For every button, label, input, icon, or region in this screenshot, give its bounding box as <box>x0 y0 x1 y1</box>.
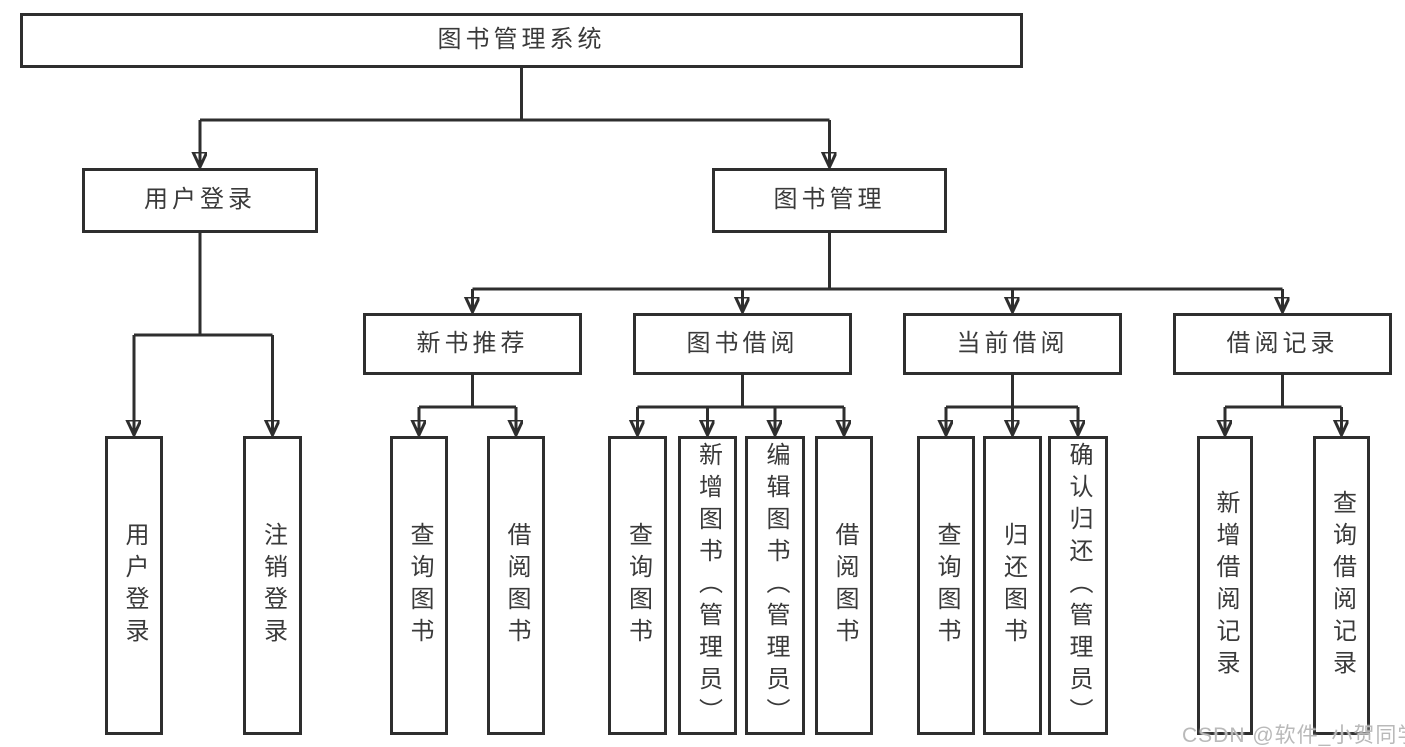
node-root-label: 图书管理系统 <box>437 26 606 54</box>
leaf-query-books-2: 查询图书 <box>608 436 667 735</box>
node-root: 图书管理系统 <box>20 13 1023 68</box>
node-user-login-label: 用户登录 <box>144 186 256 214</box>
leaf-user-login: 用户登录 <box>105 436 163 735</box>
connector-book-management-branch <box>473 233 1283 312</box>
leaf-logout-label: 注销登录 <box>259 521 287 650</box>
node-new-book-recommend: 新书推荐 <box>363 313 582 375</box>
connector-current-borrowing-branch <box>946 375 1078 435</box>
connector-book-borrowing-branch <box>638 375 845 435</box>
node-new-book-recommend-label: 新书推荐 <box>416 329 529 357</box>
leaf-borrow-books-2-label: 借阅图书 <box>831 521 858 650</box>
leaf-query-borrow-record-label: 查询借阅记录 <box>1328 489 1356 682</box>
leaf-query-books-2-label: 查询图书 <box>624 521 652 650</box>
leaf-query-borrow-record: 查询借阅记录 <box>1313 436 1370 735</box>
leaf-confirm-return-admin-label: 确认归还（管理员） <box>1065 441 1092 730</box>
leaf-add-book-admin: 新增图书（管理员） <box>678 436 737 735</box>
node-book-borrowing: 图书借阅 <box>633 313 852 375</box>
node-user-login: 用户登录 <box>82 168 318 233</box>
leaf-borrow-books-1: 借阅图书 <box>487 436 545 735</box>
leaf-edit-book-admin-label: 编辑图书（管理员） <box>762 441 789 730</box>
leaf-return-books: 归还图书 <box>983 436 1042 735</box>
leaf-add-borrow-record: 新增借阅记录 <box>1197 436 1253 735</box>
node-current-borrowing-label: 当前借阅 <box>956 329 1069 357</box>
node-book-management: 图书管理 <box>712 168 947 233</box>
leaf-borrow-books-2: 借阅图书 <box>815 436 873 735</box>
node-book-management-label: 图书管理 <box>773 186 886 214</box>
node-book-borrowing-label: 图书借阅 <box>686 329 799 357</box>
leaf-query-books-3-label: 查询图书 <box>933 521 960 650</box>
leaf-add-borrow-record-label: 新增借阅记录 <box>1212 489 1239 682</box>
connector-root-to-level2 <box>200 68 830 167</box>
csdn-watermark: CSDN @软件_小贺同学 <box>1182 724 1405 747</box>
connector-borrowing-records-branch <box>1225 375 1342 435</box>
node-current-borrowing: 当前借阅 <box>903 313 1122 375</box>
leaf-borrow-books-1-label: 借阅图书 <box>503 521 530 650</box>
leaf-confirm-return-admin: 确认归还（管理员） <box>1048 436 1108 735</box>
leaf-edit-book-admin: 编辑图书（管理员） <box>745 436 805 735</box>
leaf-add-book-admin-label: 新增图书（管理员） <box>694 441 722 730</box>
leaf-query-books-1-label: 查询图书 <box>406 521 433 650</box>
leaf-query-books-3: 查询图书 <box>917 436 975 735</box>
leaf-query-books-1: 查询图书 <box>390 436 448 735</box>
connector-new-book-recommend-branch <box>419 375 516 435</box>
connector-user-login-branch <box>134 233 273 435</box>
leaf-return-books-label: 归还图书 <box>999 521 1027 650</box>
leaf-logout: 注销登录 <box>243 436 302 735</box>
node-borrowing-records: 借阅记录 <box>1173 313 1392 375</box>
leaf-user-login-label: 用户登录 <box>121 521 148 650</box>
node-borrowing-records-label: 借阅记录 <box>1226 329 1339 357</box>
